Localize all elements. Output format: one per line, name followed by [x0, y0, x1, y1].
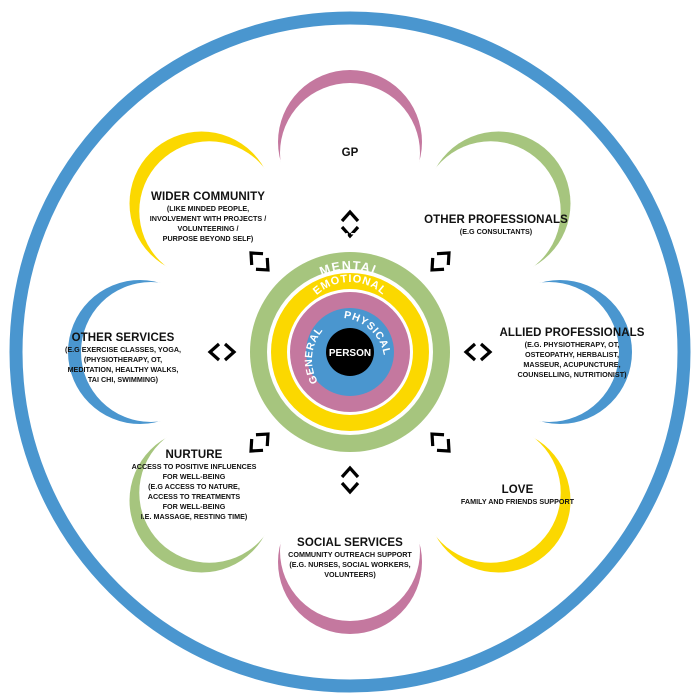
crescent-inner-love [420, 422, 561, 563]
ring-label-spiritual: SPIRITUAL [304, 230, 396, 255]
node-title: OTHER SERVICES [71, 332, 175, 344]
double-arrow-other-services [207, 342, 237, 362]
node-gp: GP [310, 146, 390, 160]
node-social-services: SOCIAL SERVICES COMMUNITY OUTREACH SUPPO… [278, 536, 422, 580]
node-subtitle: (LIKE MINDED PEOPLE, INVOLVEMENT WITH PR… [149, 204, 267, 243]
double-arrow-allied-professionals [463, 342, 493, 362]
arrows [207, 209, 493, 495]
crescents [68, 70, 632, 634]
ring-label-mental: MENTAL [318, 258, 383, 278]
node-subtitle: (E.G. PHYSIOTHERAPY, OT, OSTEOPATHY, HER… [517, 340, 627, 379]
double-arrow-wider-community [249, 251, 270, 272]
node-wider-community: WIDER COMMUNITY (LIKE MINDED PEOPLE, INV… [130, 190, 286, 244]
person-core [326, 328, 374, 376]
node-title: NURTURE [165, 449, 223, 461]
node-allied-professionals: ALLIED PROFESSIONALS (E.G. PHYSIOTHERAPY… [492, 326, 652, 380]
crescent-inner-nurture [139, 422, 280, 563]
crescent-inner-social-services [280, 481, 420, 621]
node-subtitle: (E.G EXERCISE CLASSES, YOGA, (PHYSIOTHER… [64, 345, 182, 384]
crescent-inner-other-professionals [420, 141, 561, 282]
node-subtitle: COMMUNITY OUTREACH SUPPORT (E.G. NURSES,… [288, 550, 412, 579]
double-arrow-love [430, 432, 451, 453]
node-subtitle: FAMILY AND FRIENDS SUPPORT [460, 497, 575, 506]
crescent-inner-gp [280, 83, 420, 223]
node-title: ALLIED PROFESSIONALS [499, 327, 645, 339]
node-other-services: OTHER SERVICES (E.G EXERCISE CLASSES, YO… [48, 331, 198, 385]
node-title: GP [341, 147, 359, 159]
node-subtitle: (E.G CONSULTANTS) [459, 227, 533, 236]
node-title: SOCIAL SERVICES [297, 537, 403, 549]
node-title: LOVE [501, 484, 534, 496]
person-label: PERSON [329, 348, 371, 359]
double-arrow-other-professionals [430, 251, 451, 272]
node-title: OTHER PROFESSIONALS [424, 214, 568, 226]
double-arrow-social-services [340, 465, 360, 495]
node-nurture: NURTURE ACCESS TO POSITIVE INFLUENCES FO… [118, 448, 270, 522]
node-love: LOVE FAMILY AND FRIENDS SUPPORT [440, 483, 595, 507]
crescent-inner-other-services [81, 282, 221, 422]
node-title: WIDER COMMUNITY [151, 191, 265, 203]
double-arrow-nurture [249, 432, 270, 453]
crescent-inner-wider-community [139, 141, 280, 282]
node-other-professionals: OTHER PROFESSIONALS (E.G CONSULTANTS) [410, 213, 582, 237]
outer-ring [9, 11, 691, 693]
crescent-inner-allied-professionals [479, 282, 619, 422]
node-subtitle: ACCESS TO POSITIVE INFLUENCES FOR WELL-B… [131, 462, 257, 521]
double-arrow-gp [340, 209, 360, 239]
